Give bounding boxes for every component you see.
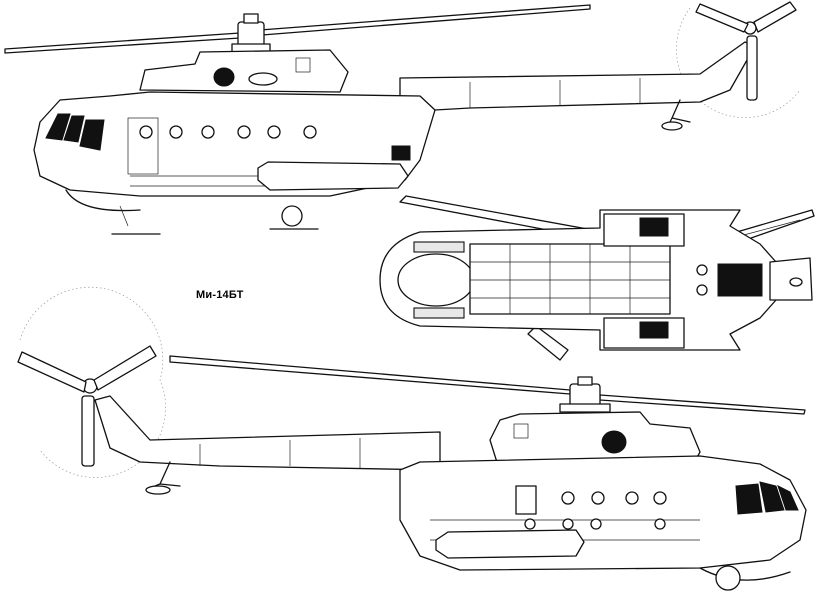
tail-rotor-top (695, 1, 797, 101)
tail-rotor-disk-bottom (19, 286, 166, 478)
side-view-bottom (17, 286, 807, 591)
tail-boom-bottom (94, 395, 441, 471)
main-rotor-bottom (169, 355, 806, 415)
sponson-top (257, 161, 409, 191)
side-view-top (4, 1, 801, 235)
tail-boom-top (399, 41, 756, 113)
model-caption: Ми-14БТ (196, 289, 244, 301)
sponson-bottom (435, 529, 585, 559)
tail-rotor-bottom (17, 345, 157, 467)
main-rotor-top (4, 4, 591, 54)
plan-view (379, 195, 815, 361)
engine-cowling-top (139, 49, 349, 93)
